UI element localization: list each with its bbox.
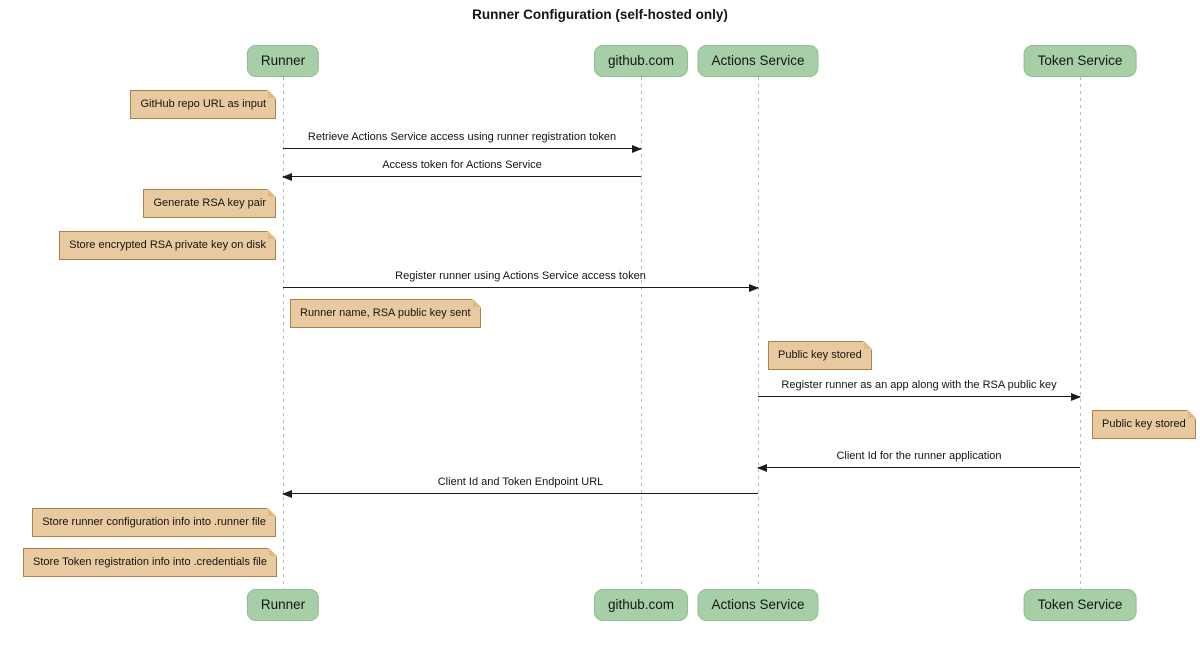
message-label-1: Retrieve Actions Service access using ru… xyxy=(307,131,617,143)
diagram-title: Runner Configuration (self-hosted only) xyxy=(472,7,728,22)
participant-actions-top: Actions Service xyxy=(697,45,819,77)
participant-runner-top: Runner xyxy=(246,45,320,77)
note-3: Store encrypted RSA private key on disk xyxy=(59,231,276,260)
participant-github-bottom: github.com xyxy=(593,589,689,621)
arrowhead-icon xyxy=(757,463,767,472)
arrowhead-icon xyxy=(1071,392,1081,401)
message-line-5 xyxy=(757,463,1080,472)
message-label-2: Access token for Actions Service xyxy=(382,159,542,171)
message-label-6: Client Id and Token Endpoint URL xyxy=(437,476,604,488)
arrowhead-icon xyxy=(749,283,759,292)
lifeline-runner xyxy=(282,77,284,590)
note-1: GitHub repo URL as input xyxy=(130,90,276,119)
arrowhead-icon xyxy=(282,489,292,498)
note-8: Store Token registration info into .cred… xyxy=(23,548,277,577)
message-line-2 xyxy=(282,172,641,181)
lifeline-actions xyxy=(757,77,759,590)
lifeline-github xyxy=(640,77,642,590)
message-line-4 xyxy=(758,392,1081,401)
participant-github-top: github.com xyxy=(593,45,689,77)
message-line-1 xyxy=(283,144,642,153)
message-label-4: Register runner as an app along with the… xyxy=(781,379,1057,391)
participant-actions-bottom: Actions Service xyxy=(697,589,819,621)
note-6: Public key stored xyxy=(1092,410,1196,439)
arrowhead-icon xyxy=(632,144,642,153)
message-line-6 xyxy=(282,489,758,498)
participant-token-top: Token Service xyxy=(1023,45,1137,77)
note-2: Generate RSA key pair xyxy=(143,189,276,218)
arrowhead-icon xyxy=(282,172,292,181)
message-line-3 xyxy=(283,283,759,292)
note-5: Public key stored xyxy=(768,341,872,370)
message-label-5: Client Id for the runner application xyxy=(836,450,1002,462)
note-7: Store runner configuration info into .ru… xyxy=(32,508,276,537)
note-4: Runner name, RSA public key sent xyxy=(290,299,481,328)
message-label-3: Register runner using Actions Service ac… xyxy=(395,270,646,282)
participant-token-bottom: Token Service xyxy=(1023,589,1137,621)
participant-runner-bottom: Runner xyxy=(246,589,320,621)
lifeline-token xyxy=(1079,77,1081,590)
